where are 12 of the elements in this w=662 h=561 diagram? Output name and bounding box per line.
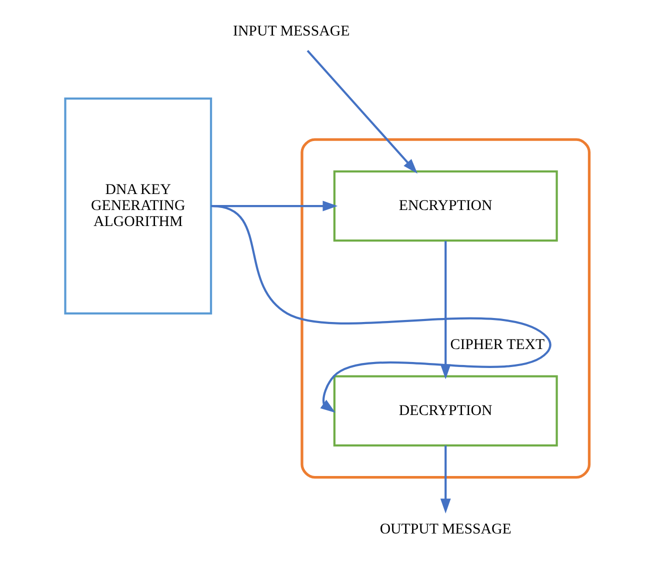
- cluster: [300, 138, 590, 479]
- node-text: INPUT MESSAGE: [232, 23, 350, 40]
- node-box: ENCRYPTION: [332, 170, 558, 242]
- arrow: [440, 446, 450, 514]
- arrow: [306, 50, 417, 174]
- node-box: DECRYPTION: [332, 375, 558, 446]
- edge-label: CIPHER TEXT: [450, 336, 544, 353]
- arrow: [440, 241, 450, 380]
- arrow: [210, 200, 338, 212]
- node-text: OUTPUT MESSAGE: [379, 521, 511, 538]
- node-box: DNA KEY GENERATING ALGORITHM: [64, 98, 212, 315]
- arrow: [212, 204, 550, 413]
